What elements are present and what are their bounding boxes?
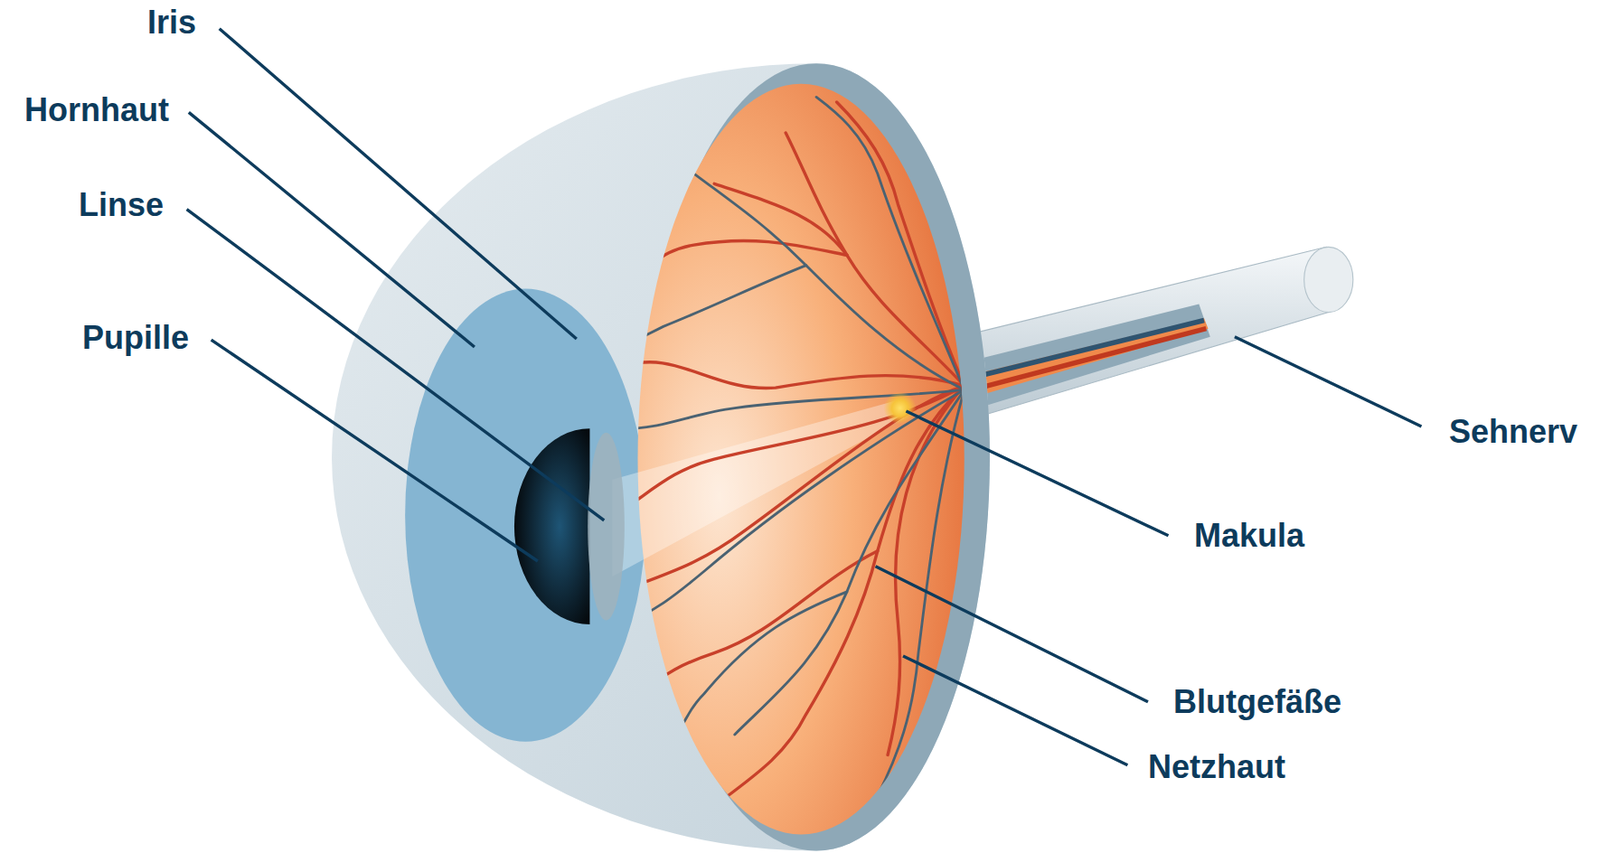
part-label: Hornhaut <box>24 92 170 129</box>
leader-line <box>219 28 577 339</box>
part-label: Netzhaut <box>1148 749 1286 786</box>
blood-vessels <box>622 96 965 807</box>
lens-shape <box>587 432 625 622</box>
leader-line <box>211 339 538 562</box>
pupil-shape <box>514 428 591 625</box>
nerve-sheath <box>959 246 1352 423</box>
macula-spot <box>884 392 917 425</box>
nerve-artery <box>964 329 1207 393</box>
part-label: Pupille <box>82 320 189 357</box>
nerve-vein <box>964 320 1205 380</box>
part-label: Linse <box>78 187 164 224</box>
veins <box>622 96 965 796</box>
part-label: Blutgefäße <box>1173 684 1342 721</box>
leader-line <box>875 566 1149 703</box>
nerve-end <box>1304 246 1354 312</box>
optic-nerve <box>959 246 1354 423</box>
leader-line <box>903 656 1128 766</box>
part-label: Makula <box>1194 517 1305 555</box>
part-label: Sehnerv <box>1449 414 1578 451</box>
leader-lines <box>187 28 1422 766</box>
leader-line <box>188 112 475 348</box>
iris-shape <box>404 289 646 743</box>
leader-line <box>905 411 1168 537</box>
sclera <box>331 63 990 851</box>
part-label: Iris <box>147 4 197 41</box>
arteries <box>622 102 965 807</box>
leader-line <box>1234 337 1422 427</box>
